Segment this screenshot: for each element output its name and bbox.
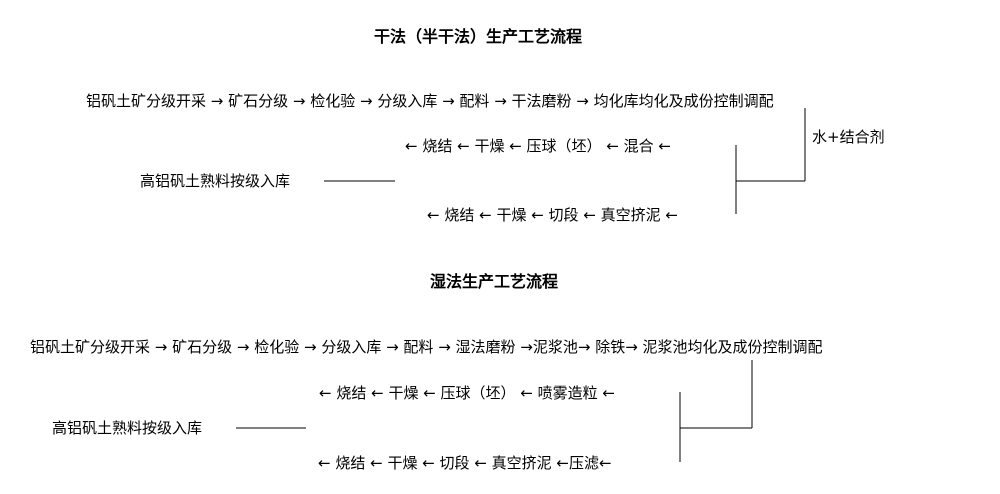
wet-lower-branch: ← 烧结 ← 干燥 ← 切段 ← 真空挤泥 ←压滤← xyxy=(318,454,612,472)
wet-upper-branch: ← 烧结 ← 干燥 ← 压球（坯） ← 喷雾造粒 ← xyxy=(319,384,615,402)
dry-upper-branch: ← 烧结 ← 干燥 ← 压球（坯） ← 混合 ← xyxy=(405,137,671,155)
wet-process-title: 湿法生产工艺流程 xyxy=(430,272,559,291)
wet-storage-label: 高铝矾土熟料按级入库 xyxy=(52,419,203,437)
dry-main-flow: 铝矾土矿分级开采 → 矿石分级 → 检化验 → 分级入库 → 配料 → 干法磨粉… xyxy=(86,92,774,110)
dry-storage-label: 高铝矾土熟料按级入库 xyxy=(140,172,291,190)
dry-binder-label: 水+结合剂 xyxy=(812,128,885,146)
wet-main-flow: 铝矾土矿分级开采 → 矿石分级 → 检化验 → 分级入库 → 配料 → 湿法磨粉… xyxy=(30,338,823,356)
dry-process-title: 干法（半干法）生产工艺流程 xyxy=(374,27,583,46)
dry-lower-branch: ← 烧结 ← 干燥 ← 切段 ← 真空挤泥 ← xyxy=(427,206,678,224)
